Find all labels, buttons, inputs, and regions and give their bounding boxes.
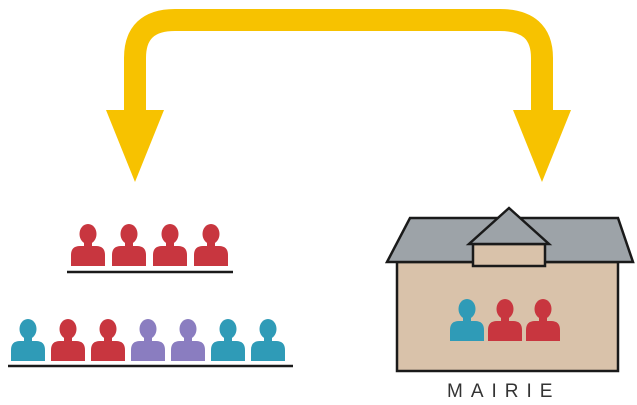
building-gable-roof — [465, 206, 553, 246]
person-silhouette-icon — [171, 319, 205, 361]
person-silhouette-icon — [211, 319, 245, 361]
person-silhouette-icon — [526, 299, 560, 341]
person-silhouette-icon — [488, 299, 522, 341]
person-silhouette-icon — [131, 319, 165, 361]
person-silhouette-icon — [153, 224, 187, 266]
person-silhouette-icon — [450, 299, 484, 341]
bottom-row-people — [11, 319, 285, 361]
person-silhouette-icon — [51, 319, 85, 361]
double-headed-curved-arrow-icon — [106, 9, 571, 182]
person-silhouette-icon — [71, 224, 105, 266]
person-silhouette-icon — [112, 224, 146, 266]
person-silhouette-icon — [91, 319, 125, 361]
town-hall-building-icon — [384, 206, 635, 373]
building-label: MAIRIE — [447, 381, 560, 402]
building-people — [450, 299, 560, 341]
person-silhouette-icon — [11, 319, 45, 361]
person-silhouette-icon — [251, 319, 285, 361]
building-gable-wall — [471, 242, 547, 268]
person-silhouette-icon — [194, 224, 228, 266]
top-row-people — [71, 224, 228, 266]
